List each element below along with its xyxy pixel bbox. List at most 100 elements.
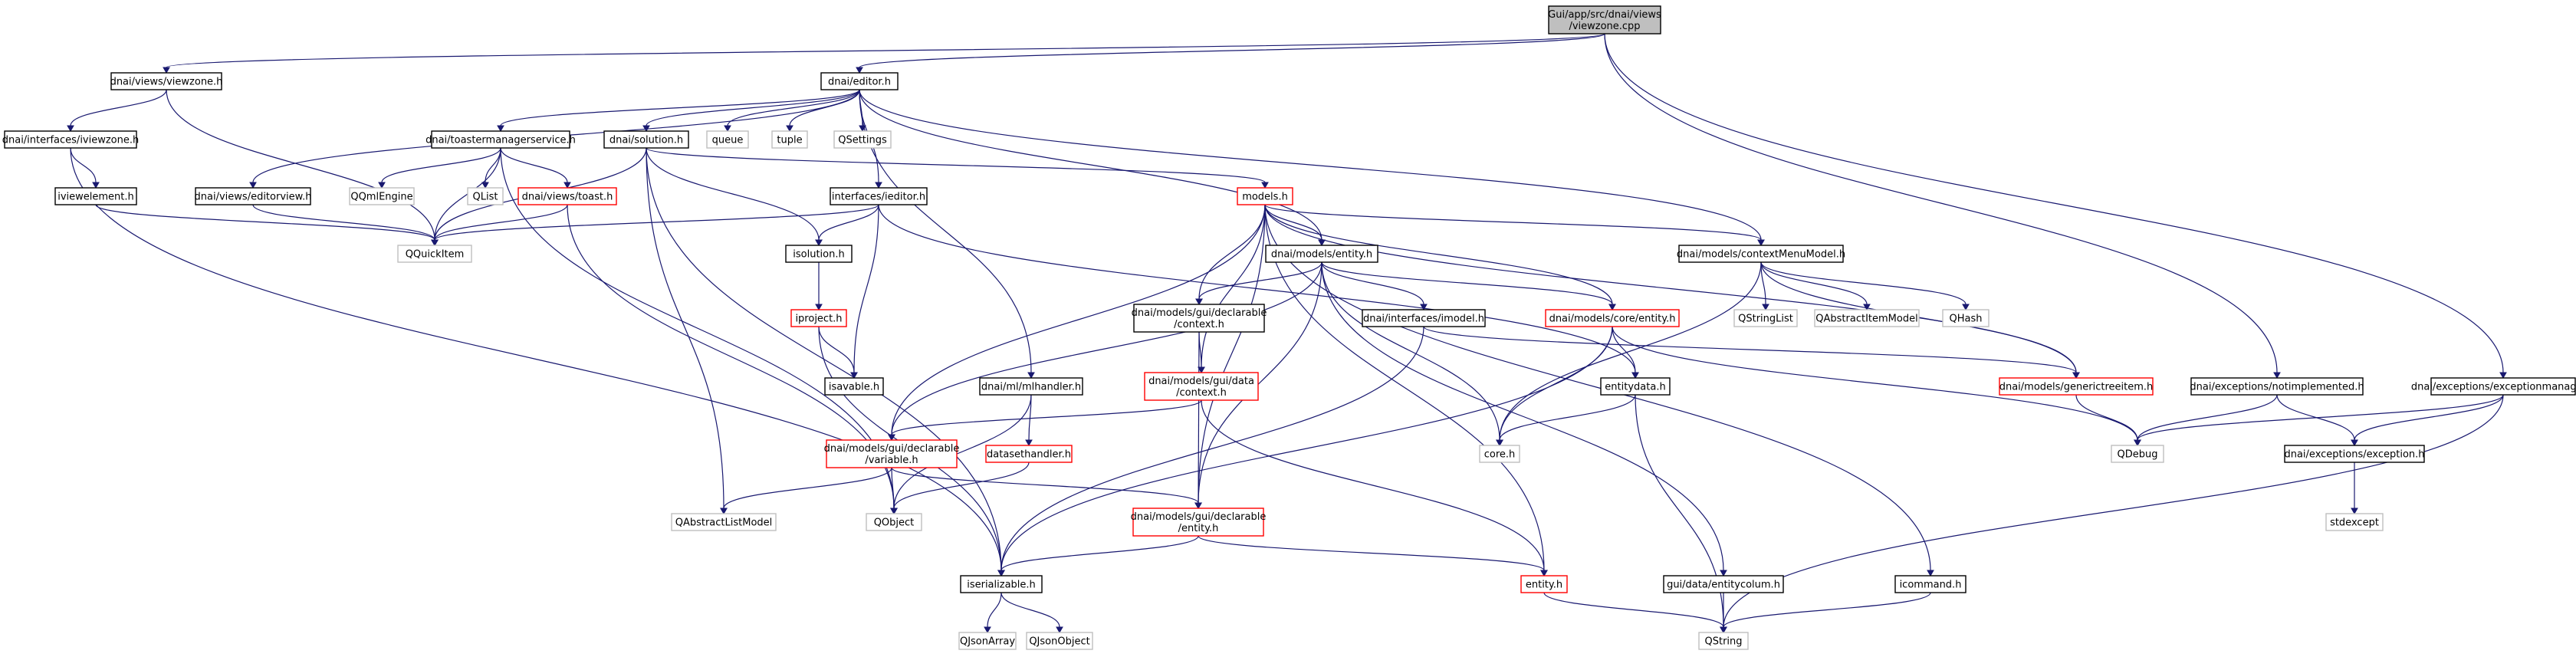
node-dnai-models-gui-declarable-entity-h[interactable]: dnai/models/gui/declarable/entity.h: [1131, 508, 1267, 537]
node-iproject-h[interactable]: iproject.h: [790, 309, 847, 327]
arrowhead-gui_decl_variable_h-to-qobject: [890, 508, 898, 515]
edge-core_entity_h-to-entitydata_h: [1612, 326, 1636, 373]
edge-iviewelement_h-to-qquickitem: [95, 204, 435, 241]
node-dnai-models-gui-declarable-context-h[interactable]: dnai/models/gui/declarable/context.h: [1132, 304, 1267, 333]
edge-entity_models_h-to-gui_decl_variable_h: [891, 261, 1322, 435]
node-dnai-views-viewzone-h[interactable]: dnai/views/viewzone.h: [110, 72, 223, 90]
edge-contextmenu_h-to-qabstractitemmodel: [1760, 261, 1868, 305]
node-qhash: QHash: [1942, 309, 1990, 327]
node-dnai-models-gui-declarable-variable-h[interactable]: dnai/models/gui/declarable/variable.h: [824, 439, 960, 468]
arrowhead-contextmenu_h-to-qstringlist: [1762, 304, 1769, 311]
node-datasethandler-h[interactable]: datasethandler.h: [985, 445, 1073, 463]
node-label: icommand.h: [1900, 580, 1962, 591]
node-box: [866, 513, 922, 531]
edge-core_entity_h-to-qdebug: [1612, 326, 2138, 441]
node-dnai-ml-mlhandler-h[interactable]: dnai/ml/mlhandler.h: [979, 377, 1083, 396]
node-dnai-toastermanagerservice-h[interactable]: dnai/toastermanagerservice.h: [426, 130, 576, 149]
node-qabstractlistmodel: QAbstractListModel: [671, 513, 777, 531]
edge-ieditor_h-to-qquickitem: [434, 204, 879, 241]
arrowhead-core_entity_h-to-iserializable_h: [997, 570, 1005, 577]
node-dnai-views-toast-h[interactable]: dnai/views/toast.h: [518, 187, 617, 205]
edge-gui_decl_variable_h-to-qabstractlistmodel: [723, 467, 892, 509]
node-dnai-models-entity-h[interactable]: dnai/models/entity.h: [1265, 245, 1378, 263]
node-box: [826, 439, 958, 468]
node-dnai-exceptions-exceptionmanager-h[interactable]: dnai/exceptions/exceptionmanager.h: [2411, 377, 2576, 396]
edge-notimplemented_h-to-qdebug: [2137, 394, 2278, 441]
edge-imodel_h-to-iserializable_h: [1001, 326, 1424, 571]
node-dnai-exceptions-notimplemented-h[interactable]: dnai/exceptions/notimplemented.h: [2190, 377, 2364, 396]
node-dnai-models-contextmenumodel-h[interactable]: dnai/models/contextMenuModel.h: [1677, 245, 1845, 263]
arrowhead-editor_h-to-ieditor_h: [875, 182, 882, 189]
arrowhead-editor_h-to-mlhandler_h: [1027, 372, 1035, 379]
node-core-h: core.h: [1479, 445, 1520, 463]
node-label: dnai/exceptions/exceptionmanager.h: [2411, 382, 2576, 393]
node-models-h[interactable]: models.h: [1237, 187, 1293, 205]
edge-toast_h-to-qquickitem: [434, 204, 568, 241]
arrowhead-contextmenu_h-to-generictreeitem_h: [2072, 372, 2080, 379]
arrowhead-entity_models_h-to-core_entity_h: [1608, 304, 1616, 311]
node-box: [431, 130, 570, 149]
node-box: [820, 72, 899, 90]
node-box: [2190, 377, 2364, 396]
node-label: dnai/exceptions/exception.h: [2284, 449, 2424, 461]
node-label: entitydata.h: [1605, 382, 1665, 393]
node-entitydata-h[interactable]: entitydata.h: [1600, 377, 1671, 396]
node-box: [1663, 575, 1784, 593]
node-iserializable-h[interactable]: iserializable.h: [960, 575, 1043, 593]
edge-contextmenu_h-to-qhash: [1760, 261, 1967, 305]
arrowhead-models_h-to-contextmenu_h: [1757, 239, 1765, 247]
edge-viewzone_h-to-iviewzone_h: [70, 89, 167, 126]
node-box: [1548, 5, 1661, 34]
node-icommand-h[interactable]: icommand.h: [1894, 575, 1967, 593]
node-dnai-editor-h[interactable]: dnai/editor.h: [820, 72, 899, 90]
edge-models_h-to-icommand_h: [1264, 204, 1931, 571]
node-label: iproject.h: [795, 314, 842, 325]
node-qstringlist: QStringList: [1733, 309, 1798, 327]
node-dnai-views-editorview-h[interactable]: dnai/views/editorview.h: [195, 187, 312, 205]
arrowhead-entity_models_h-to-imodel_h: [1420, 304, 1428, 311]
node-box: [1894, 575, 1967, 593]
node-box: [1942, 309, 1990, 327]
edge-core_entity_h-to-iserializable_h: [1001, 326, 1613, 571]
edge-solution_h-to-qabstractlistmodel: [646, 147, 724, 509]
node-entity-h[interactable]: entity.h: [1520, 575, 1568, 593]
edge-toastermanager_h-to-qqmlengine: [381, 147, 501, 183]
node-dnai-models-core-entity-h[interactable]: dnai/models/core/entity.h: [1545, 309, 1680, 327]
node-qabstractitemmodel: QAbstractItemModel: [1814, 309, 1920, 327]
node-label: iviewelement.h: [58, 192, 134, 203]
edge-ieditor_h-to-entitydata_h: [878, 204, 1636, 373]
edge-editor_h-to-queue: [727, 89, 860, 126]
arrowhead-root-to-viewzone_h: [163, 67, 170, 74]
node-iviewelement-h[interactable]: iviewelement.h: [54, 187, 137, 205]
edge-root-to-exceptionmanager_h: [1604, 33, 2504, 373]
node-gui-data-entitycolum-h[interactable]: gui/data/entitycolum.h: [1663, 575, 1784, 593]
node-label: dnai/views/viewzone.h: [110, 77, 223, 88]
node-qdebug: QDebug: [2111, 445, 2164, 463]
node-label: dnai/models/entity.h: [1271, 249, 1372, 261]
node-isavable-h[interactable]: isavable.h: [824, 377, 884, 396]
node-dnai-solution-h[interactable]: dnai/solution.h: [603, 130, 689, 149]
node-qsettings: QSettings: [833, 130, 892, 149]
node-gui-app-src-dnai-views-viewzone-cpp[interactable]: Gui/app/src/dnai/views/viewzone.cpp: [1548, 5, 1661, 34]
node-label: core.h: [1484, 449, 1516, 461]
node-dnai-interfaces-imodel-h[interactable]: dnai/interfaces/imodel.h: [1362, 309, 1486, 327]
node-dnai-interfaces-iviewzone-h[interactable]: dnai/interfaces/iviewzone.h: [2, 130, 140, 149]
node-dnai-exceptions-exception-h[interactable]: dnai/exceptions/exception.h: [2284, 445, 2425, 463]
node-isolution-h[interactable]: isolution.h: [785, 245, 853, 263]
node-interfaces-ieditor-h[interactable]: interfaces/ieditor.h: [830, 187, 928, 205]
edges-layer: [67, 33, 2507, 634]
node-dnai-models-generictreeitem-h[interactable]: dnai/models/generictreeitem.h: [1999, 377, 2154, 396]
arrowhead-exceptionmanager_h-to-exception_h: [2351, 439, 2358, 447]
arrowhead-gui_decl_entity_h-to-entity_h: [1540, 570, 1548, 577]
edge-editor_h-to-contextmenu_h: [859, 89, 1762, 241]
node-dnai-models-gui-data-context-h[interactable]: dnai/models/gui/data/context.h: [1144, 372, 1259, 401]
node-box: [518, 187, 617, 205]
node-box: [4, 130, 137, 149]
node-label: Gui/app/src/dnai/views: [1548, 9, 1661, 21]
arrowhead-toastermanager_h-to-qlist: [481, 182, 489, 189]
node-label: iserializable.h: [967, 580, 1036, 591]
edge-gui_decl_variable_h-to-qobject: [891, 467, 895, 509]
edge-entity_models_h-to-entitycolum_h: [1321, 261, 1724, 571]
arrowhead-ieditor_h-to-qquickitem: [431, 239, 439, 247]
node-box: [110, 72, 222, 90]
